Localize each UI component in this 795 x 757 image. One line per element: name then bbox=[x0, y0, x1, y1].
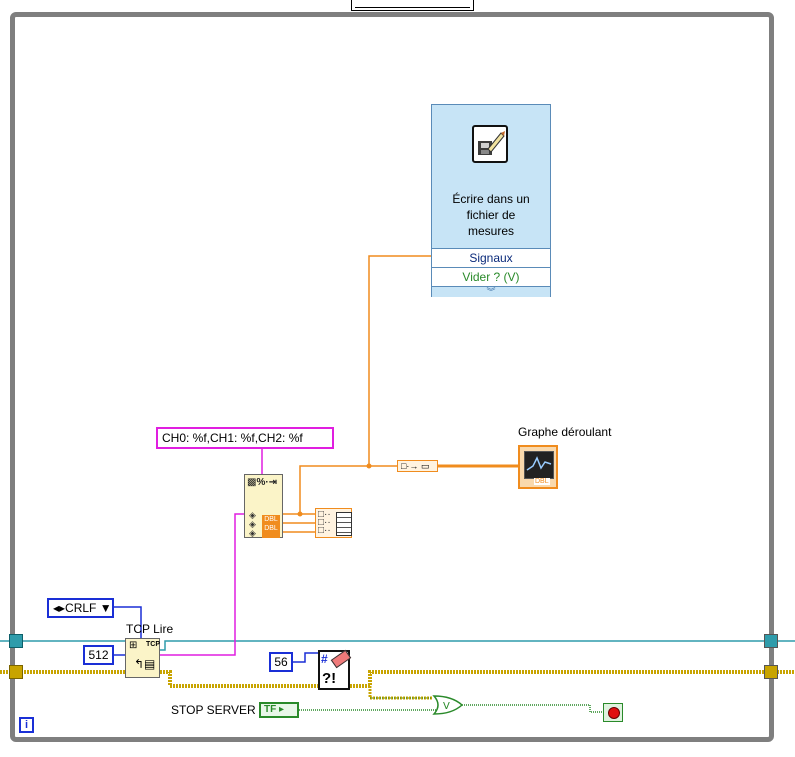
express-vi-terminals: Signaux Vider ? (V) ︾ bbox=[432, 248, 550, 297]
number-hash-icon: # bbox=[321, 652, 328, 666]
dropdown-arrow-icon[interactable]: ▼ bbox=[99, 601, 112, 615]
chart-indicator-terminal[interactable]: DBL bbox=[518, 445, 558, 489]
tcp-read-label: TCP Lire bbox=[126, 622, 174, 636]
terminal-vider[interactable]: Vider ? (V) bbox=[432, 268, 550, 287]
title-line-3: mesures bbox=[467, 224, 514, 238]
graph-label: Graphe déroulant bbox=[518, 425, 612, 439]
error-code-constant[interactable]: 56 bbox=[269, 652, 293, 672]
crlf-wire bbox=[114, 606, 142, 641]
stop-server-terminal[interactable]: TF ▸ bbox=[259, 702, 299, 718]
enum-arrows-icon: ◂▸ bbox=[53, 601, 66, 615]
read-arrow-icon: ↰▤ bbox=[134, 657, 156, 671]
expand-chevron-icon[interactable]: ︾ bbox=[432, 287, 550, 297]
title-line-2: fichier de bbox=[466, 208, 516, 222]
or-output-wire bbox=[462, 704, 603, 713]
array-icon bbox=[336, 512, 352, 536]
stop-server-label: STOP SERVER bbox=[171, 703, 256, 717]
format-percent-icon: ▩%·⇥ bbox=[247, 477, 278, 488]
svg-text:V: V bbox=[443, 701, 450, 712]
or-gate-node[interactable]: V bbox=[432, 694, 464, 716]
crlf-mode-constant[interactable]: ◂▸CRLF ▼ bbox=[47, 598, 114, 618]
to-dynamic-data-node[interactable]: □·→ ▭ bbox=[397, 460, 438, 472]
build-array-icon: □··□··□·· bbox=[318, 509, 331, 536]
crlf-text: CRLF bbox=[65, 601, 97, 615]
clear-errors-node[interactable]: # ?! bbox=[318, 649, 352, 690]
error-tunnel-left bbox=[9, 665, 23, 679]
write-measurement-file-express-vi[interactable]: Écrire dans un fichier de mesures Signau… bbox=[431, 104, 551, 297]
express-vi-title: Écrire dans un fichier de mesures bbox=[432, 191, 550, 239]
title-line-1: Écrire dans un bbox=[452, 192, 530, 206]
error-tunnel-right bbox=[764, 665, 778, 679]
network-icon: ⊞ bbox=[129, 640, 138, 651]
chart-icon bbox=[524, 451, 554, 479]
eraser-icon bbox=[330, 649, 352, 669]
write-file-icon bbox=[472, 125, 508, 163]
terminal-signaux[interactable]: Signaux bbox=[432, 249, 550, 268]
bytes-to-read-constant[interactable]: 512 bbox=[83, 645, 114, 665]
refnum-tunnel-left bbox=[9, 634, 23, 648]
iteration-terminal[interactable]: i bbox=[19, 717, 34, 733]
format-string-constant[interactable]: CH0: %f,CH1: %f,CH2: %f bbox=[156, 427, 334, 449]
conversion-icon: □·→ ▭ bbox=[401, 461, 430, 471]
tf-text: TF bbox=[264, 704, 277, 715]
tcp-read-node[interactable]: TCP ⊞ ↰▤ bbox=[125, 638, 160, 678]
while-loop[interactable] bbox=[10, 12, 774, 742]
build-array-node[interactable]: □··□··□·· bbox=[315, 508, 352, 538]
input-markers-icon: ◈◈◈ bbox=[249, 510, 256, 538]
chart-dbl-tag: DBL bbox=[534, 478, 550, 485]
scan-from-string-node[interactable]: ▩%·⇥ DBL DBL ◈◈◈ bbox=[244, 474, 283, 538]
structure-tab bbox=[351, 0, 474, 11]
refnum-tunnel-right bbox=[764, 634, 778, 648]
question-mark-icon: ?! bbox=[322, 670, 337, 687]
stop-icon bbox=[608, 707, 620, 719]
loop-condition-terminal[interactable] bbox=[603, 703, 623, 722]
dbl-output-1: DBL bbox=[262, 515, 280, 524]
tcp-text: TCP bbox=[146, 641, 160, 648]
data-string-wire bbox=[160, 513, 244, 656]
code-wire bbox=[293, 652, 318, 663]
dbl-output-3 bbox=[262, 533, 280, 538]
dbl-output-2: DBL bbox=[262, 524, 280, 533]
